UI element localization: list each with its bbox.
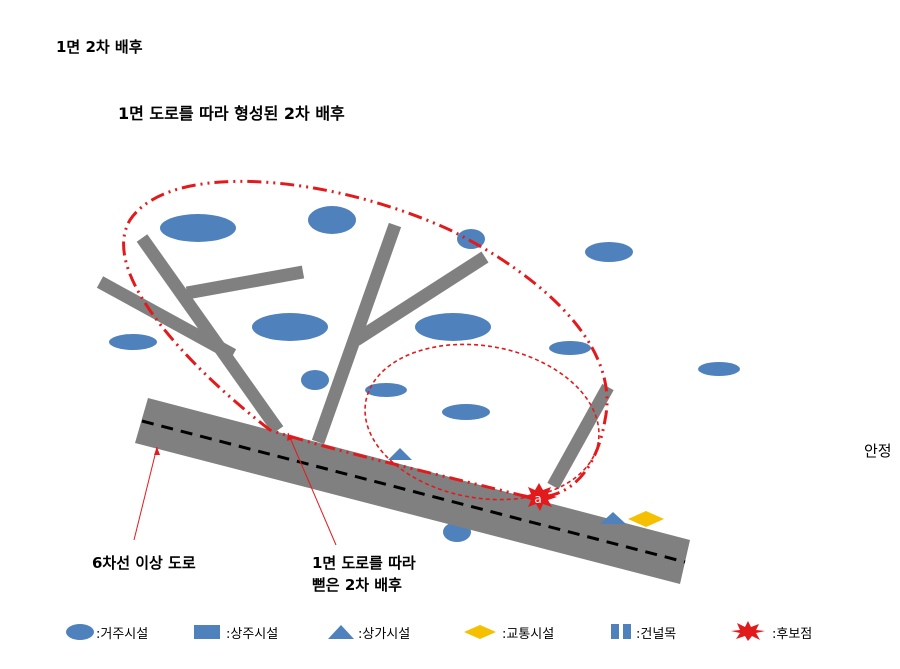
square-icon (194, 625, 220, 639)
branch-label-line2: 뻗은 2차 배후 (312, 576, 402, 594)
residential-ellipse (252, 313, 328, 341)
page-title: 1면 2차 배후 (56, 38, 143, 56)
legend-label: :교통시설 (502, 627, 555, 642)
transit-diamond (628, 511, 664, 527)
residential-ellipse (301, 370, 329, 390)
side-street (136, 234, 284, 434)
branch-callout-arrow (287, 433, 293, 441)
branch-label-line1: 1면 도로를 따라 (312, 554, 416, 572)
main-road-label: 6차선 이상 도로 (92, 554, 196, 572)
legend-label: :건널목 (636, 627, 677, 642)
side-label: 안정 (864, 442, 892, 460)
road-centerline (141, 419, 686, 564)
legend-label: :상주시설 (226, 627, 279, 642)
candidate-point-a: a (522, 483, 557, 511)
residential-facilities (109, 206, 740, 542)
branch-callout-line (287, 432, 337, 546)
side-street (547, 383, 614, 490)
candidate-starburst-icon (522, 483, 557, 511)
double-bar-icon (611, 624, 631, 639)
commercial-triangle (388, 448, 412, 460)
main-road-callout-line (133, 446, 158, 541)
legend-label: :거주시설 (96, 627, 149, 642)
residential-ellipse (415, 313, 491, 341)
diamond-icon (464, 625, 496, 639)
residential-ellipse (585, 242, 633, 262)
residential-ellipse (109, 334, 157, 350)
residential-ellipse (365, 383, 407, 397)
side-streets (96, 222, 614, 490)
side-street (96, 276, 237, 361)
commercial-triangle (600, 512, 626, 524)
side-street (352, 251, 489, 346)
residential-ellipse (698, 362, 740, 376)
large-trade-area-boundary (122, 179, 609, 499)
main-road-callout-arrow (154, 447, 160, 455)
commercial-facilities (388, 448, 626, 524)
legend-label: :후보점 (772, 627, 813, 642)
residential-ellipse (549, 341, 591, 355)
small-trade-area-boundary (364, 343, 600, 501)
diagram-subtitle: 1면 도로를 따라 형성된 2차 배후 (118, 104, 345, 123)
ellipse-icon (66, 624, 94, 640)
triangle-icon (328, 625, 354, 639)
legend-label: :상가시설 (358, 627, 411, 642)
residential-ellipse (160, 214, 236, 242)
branch-area-label: 1면 도로를 따라 뻗은 2차 배후 (312, 552, 416, 596)
candidate-label: a (534, 492, 541, 506)
residential-ellipse (442, 404, 490, 420)
residential-ellipse (308, 206, 356, 234)
side-street (185, 265, 305, 300)
main-road (135, 398, 690, 584)
starburst-icon (731, 621, 765, 641)
main-road-surface (135, 398, 690, 584)
